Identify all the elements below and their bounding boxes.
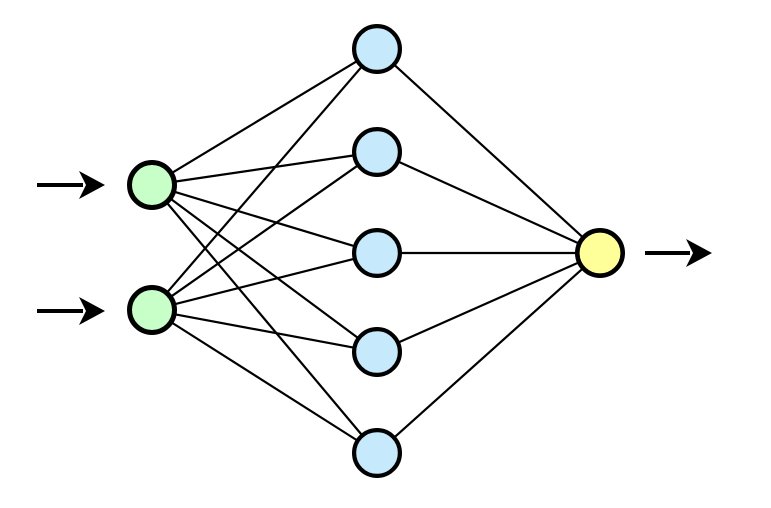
- node-h4[interactable]: [352, 327, 403, 378]
- connection-edge: [166, 66, 363, 293]
- node-circle-h1[interactable]: [352, 24, 403, 74]
- node-group: [127, 24, 625, 479]
- node-circle-i2[interactable]: [127, 285, 177, 335]
- node-circle-o1[interactable]: [574, 228, 625, 279]
- input-arrow-bottom-head: [79, 297, 105, 325]
- connection-edge: [175, 313, 354, 349]
- input-arrow-top-head: [79, 171, 105, 199]
- arrow-group: [37, 171, 712, 325]
- node-h3[interactable]: [352, 228, 403, 279]
- connection-edge: [171, 321, 358, 442]
- connection-edge: [175, 154, 354, 183]
- node-h2[interactable]: [352, 127, 403, 178]
- connection-edge: [166, 202, 363, 436]
- edge-group: [166, 60, 584, 442]
- node-h5[interactable]: [352, 428, 403, 479]
- node-o1[interactable]: [574, 228, 625, 279]
- node-h1[interactable]: [352, 24, 403, 74]
- connection-edge: [398, 160, 579, 245]
- node-circle-h4[interactable]: [352, 327, 403, 378]
- output-arrow-head: [686, 239, 712, 267]
- connection-edge: [171, 164, 358, 298]
- node-circle-h2[interactable]: [352, 127, 403, 178]
- connection-edge: [174, 190, 355, 248]
- output-arrow: [645, 239, 712, 267]
- connection-edge: [398, 261, 579, 344]
- connection-edge: [170, 198, 359, 339]
- node-i2[interactable]: [127, 285, 177, 335]
- connection-edge: [171, 60, 358, 174]
- input-arrow-top: [37, 171, 105, 199]
- input-arrow-bottom: [37, 297, 105, 325]
- node-i1[interactable]: [127, 160, 177, 210]
- connection-edge: [174, 257, 355, 306]
- node-circle-h5[interactable]: [352, 428, 403, 479]
- node-circle-h3[interactable]: [352, 228, 403, 279]
- connection-edge: [393, 64, 584, 238]
- connection-edge: [394, 268, 583, 438]
- node-circle-i1[interactable]: [127, 160, 177, 210]
